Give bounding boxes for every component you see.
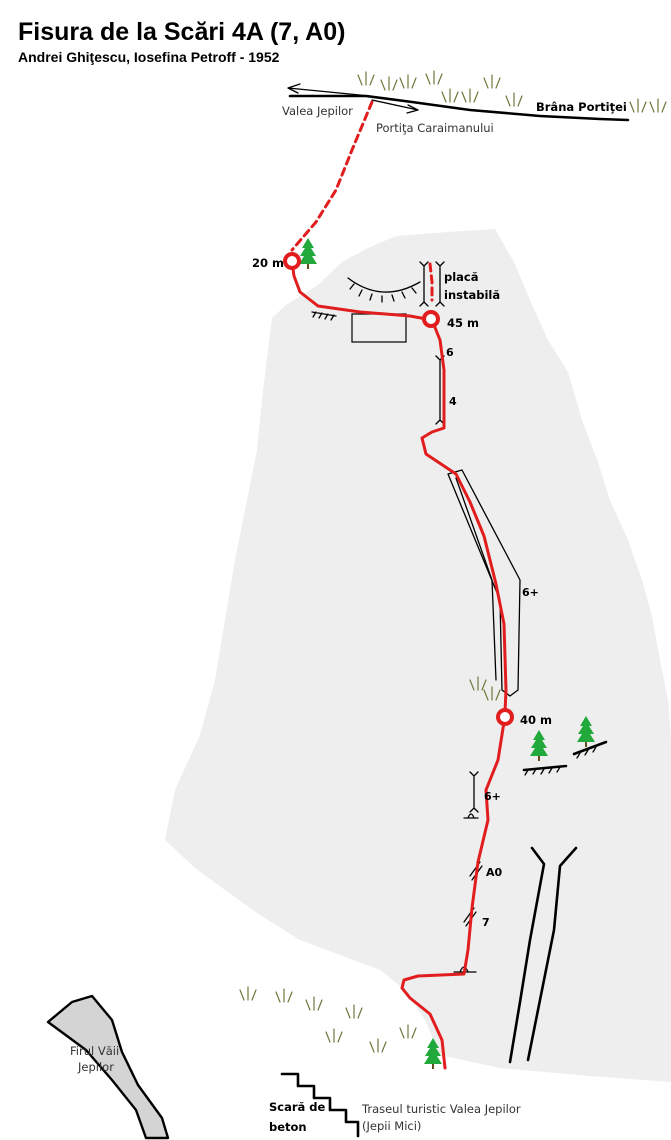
grass-tuft (275, 988, 293, 1003)
belay-length-label: 45 m (447, 316, 479, 330)
grass-tuft (399, 1024, 417, 1039)
concrete-stairs (280, 1072, 360, 1138)
grass-tuft (425, 70, 443, 85)
grass-tuft (380, 76, 398, 91)
pitch-grade-label: 4 (449, 395, 457, 408)
grass-tuft (461, 88, 479, 103)
tree-icon (299, 238, 317, 269)
crack-bracket-lower (469, 771, 479, 813)
label-firul-vaii: Firul Văii (70, 1044, 119, 1058)
grass-tuft (305, 996, 323, 1011)
roof-hatching (349, 283, 417, 303)
label-portita-caraimanului: Portiţa Caraimanului (376, 121, 494, 135)
label-brana-portitei: Brâna Portiţei (536, 100, 627, 114)
authors-line: Andrei Ghiţescu, Iosefina Petroff - 1952 (18, 49, 280, 65)
arrow-portita (371, 99, 419, 114)
belay-layer: 20 m 45 m 40 m (252, 252, 552, 727)
grass-tuft (441, 88, 459, 103)
grass-tuft (399, 74, 417, 89)
ledge-left (311, 311, 337, 321)
grass-tuft (345, 1004, 363, 1019)
arrow-valea-jepilor (287, 83, 371, 97)
piton-ring-upper (463, 813, 479, 819)
gully-line-right (526, 846, 578, 1062)
grass-tuft (629, 98, 647, 113)
grass-tuft (469, 676, 487, 691)
pitch-grade-label: 6 (446, 346, 454, 359)
pitch-grade-label: 6+ (484, 790, 501, 803)
belay-station-marker (496, 708, 514, 726)
roof-overhang (347, 277, 421, 293)
page-title: Fisura de la Scări 4A (7, A0) (18, 18, 345, 46)
label-jepii-mici: (Jepii Mici) (362, 1119, 421, 1133)
grass-tuft (369, 1038, 387, 1053)
gully-line-left (508, 846, 546, 1064)
label-beton: beton (269, 1120, 307, 1134)
ledge-hatch-1 (524, 766, 561, 776)
ledge-right-2 (572, 740, 608, 756)
label-placa: placă (444, 270, 479, 284)
grass-tuft (505, 92, 523, 107)
grass-tufts (239, 70, 667, 1053)
tree-icon (530, 730, 548, 761)
route-dashed-top (290, 100, 374, 252)
grade-layer: 6 4 6+ 6+ A0 7 (446, 346, 539, 929)
label-jepilor: Jepilor (77, 1060, 114, 1074)
grass-tuft (649, 98, 667, 113)
bracket-placa (419, 261, 445, 307)
ledge-right-1 (522, 764, 568, 772)
chimney-fissure (447, 469, 521, 697)
route-dashed-placa (428, 262, 434, 302)
tree-icon (577, 716, 595, 747)
belay-station-marker (422, 310, 440, 328)
pitch-grade-label: A0 (486, 866, 503, 879)
route-line (290, 260, 508, 1070)
label-traseu-turistic: Traseul turistic Valea Jepilor (361, 1102, 521, 1116)
label-scara: Scară de (269, 1100, 326, 1114)
pitch-grade-label: 7 (482, 916, 490, 929)
label-valea-jepilor: Valea Jepilor (282, 104, 353, 118)
tree-icon (424, 1038, 442, 1069)
belay-station-marker (283, 252, 301, 270)
valley-gully (46, 994, 170, 1140)
grass-tuft (483, 74, 501, 89)
grass-tuft (325, 1028, 343, 1043)
label-instabila: instabilă (444, 288, 500, 302)
pitch-grade-label: 6+ (522, 586, 539, 599)
chimney-inner (455, 477, 497, 681)
grass-tuft (483, 686, 501, 701)
grass-tuft (239, 986, 257, 1001)
grass-tuft (357, 71, 375, 86)
belay-length-label: 20 m (252, 256, 284, 270)
belay-length-label: 40 m (520, 713, 552, 727)
rock-face (165, 229, 671, 1082)
ledge-hatch-2 (576, 746, 597, 759)
